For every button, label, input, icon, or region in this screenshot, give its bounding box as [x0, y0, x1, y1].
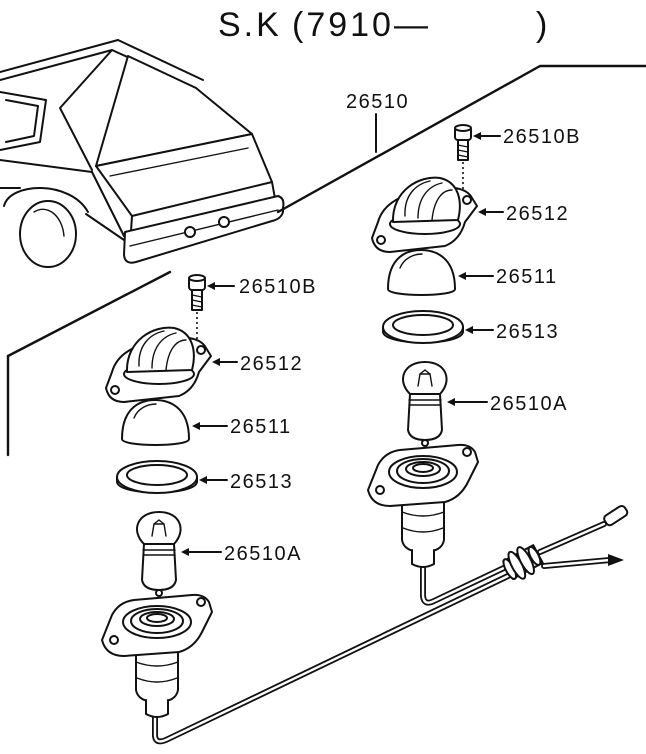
- left-socket: [101, 593, 213, 718]
- right-lens-housing: 26512: [371, 176, 569, 253]
- left-gasket-label: 26513: [230, 471, 293, 493]
- wire-end-arrow: [608, 554, 624, 566]
- right-lamp-assembly: 26510B 26512 26511: [367, 124, 581, 568]
- title-range-start: (7910—: [292, 6, 431, 44]
- right-bulb-label: 26510A: [490, 393, 568, 415]
- left-screw: 26510B: [188, 274, 317, 340]
- right-gasket: 26513: [382, 310, 559, 344]
- grommet: [502, 544, 544, 580]
- plate-lamp-marker-right: [218, 216, 230, 228]
- left-screw-label: 26510B: [239, 276, 317, 298]
- right-lens-housing-label: 26512: [506, 203, 569, 225]
- left-bulb-label: 26510A: [224, 543, 302, 565]
- rear-wheel: [19, 200, 77, 268]
- plate-lamp-marker-left: [184, 226, 196, 238]
- right-lens-label: 26511: [496, 266, 558, 288]
- wiring-harness: [152, 504, 629, 745]
- car-rear-illustration: [0, 39, 285, 268]
- right-bulb: 26510A: [402, 361, 568, 447]
- left-gasket: 26513: [116, 460, 293, 494]
- right-screw: 26510B: [454, 124, 581, 190]
- left-lens-label: 26511: [230, 416, 292, 438]
- right-socket: [367, 443, 479, 568]
- left-lamp-assembly: 26510B 26512 26511 26513: [101, 274, 317, 718]
- title-model: S.K: [218, 6, 282, 44]
- diagram-title: S.K (7910— ): [218, 6, 550, 44]
- left-lens-housing: 26512: [105, 326, 303, 403]
- left-bulb: 26510A: [136, 511, 302, 597]
- left-lens-housing-label: 26512: [240, 353, 303, 375]
- section-lines: 26510: [6, 64, 646, 457]
- right-lens: 26511: [387, 249, 558, 296]
- assembly-number-label: 26510: [346, 91, 409, 113]
- title-range-end: ): [536, 6, 550, 44]
- left-lens: 26511: [121, 399, 292, 446]
- right-screw-label: 26510B: [503, 126, 581, 148]
- right-gasket-label: 26513: [496, 321, 559, 343]
- wire-terminal: [603, 504, 629, 527]
